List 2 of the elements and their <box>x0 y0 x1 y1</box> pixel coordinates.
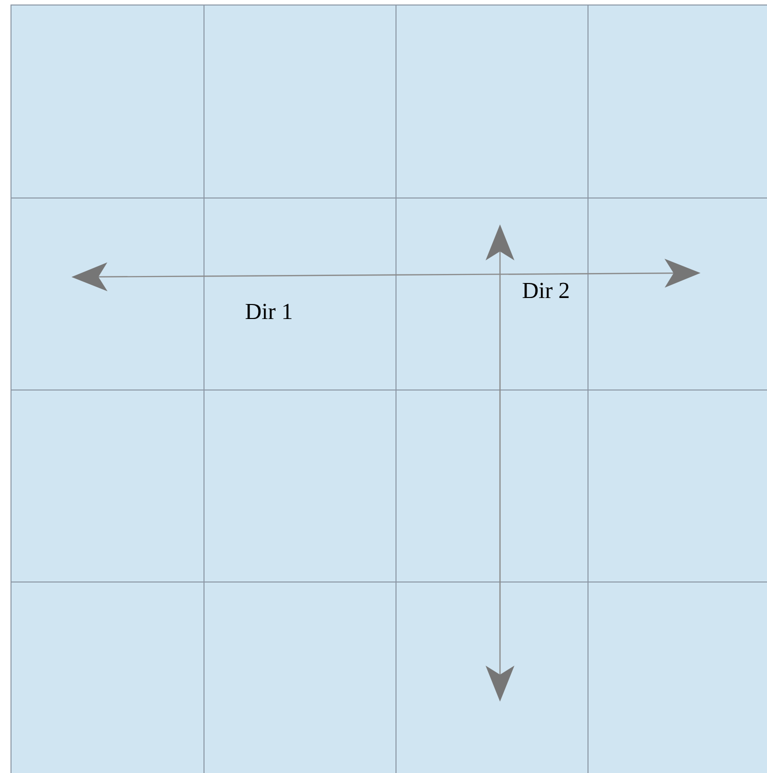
direction-label: Dir 1 <box>245 300 293 323</box>
direction-label: Dir 2 <box>522 279 570 302</box>
